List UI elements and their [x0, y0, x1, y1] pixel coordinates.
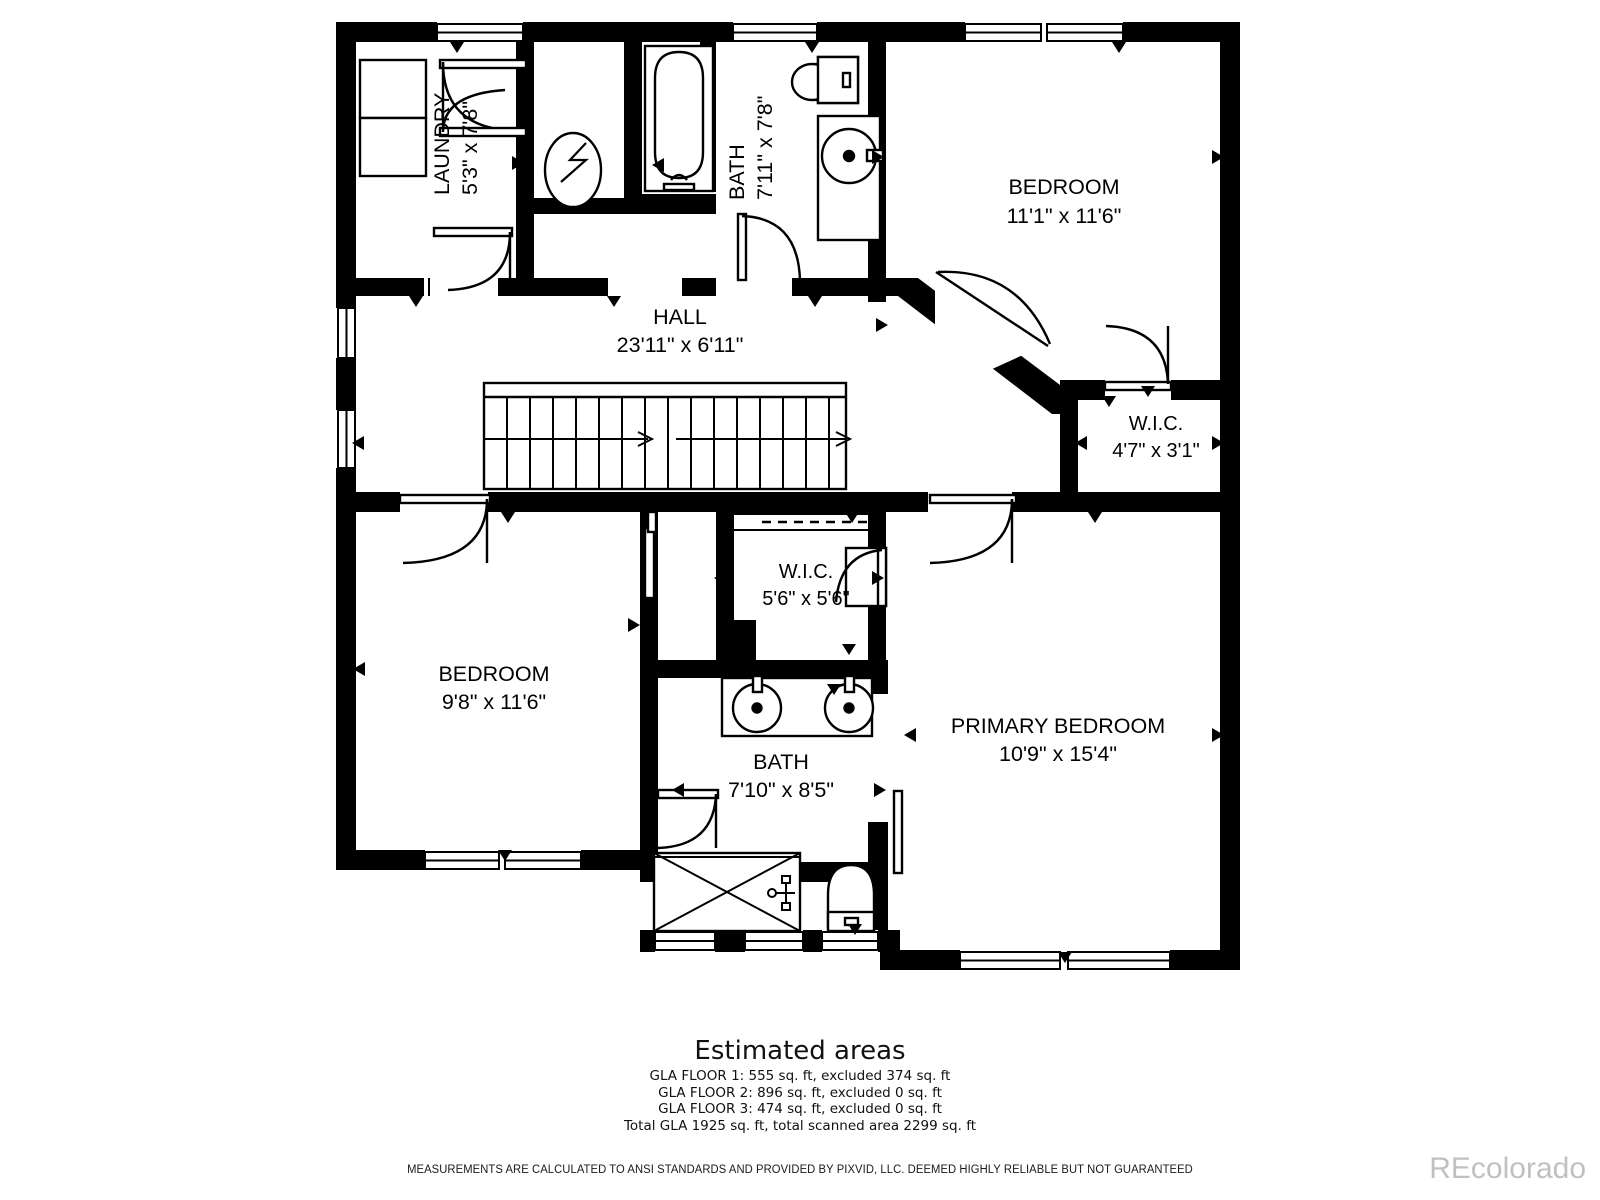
- room-name-hall: HALL: [653, 305, 707, 329]
- room-label-laundry: LAUNDRY 5'3" x 7'8": [430, 93, 482, 195]
- room-labels-layer: LAUNDRY 5'3" x 7'8" BATH 7'11" x 7'8" BE…: [430, 93, 1200, 802]
- window-hall-lower: [337, 409, 356, 469]
- door-bath-upper: [736, 212, 802, 282]
- watermark-prefix: RE: [1429, 1152, 1471, 1185]
- room-dim-primary-bedroom: 10'9" x 15'4": [999, 742, 1117, 766]
- area-line-floor-1: GLA FLOOR 1: 555 sq. ft, excluded 374 sq…: [649, 1068, 951, 1084]
- room-label-wic-primary: W.I.C. 5'6" x 5'6": [762, 561, 849, 610]
- window-primary-bedroom: [959, 951, 1171, 970]
- window-bedroom-top: [964, 23, 1124, 42]
- toilet-upper-fixture: [790, 55, 860, 105]
- area-line-total: Total GLA 1925 sq. ft, total scanned are…: [623, 1117, 977, 1134]
- room-label-wic-top: W.I.C. 4'7" x 3'1": [1112, 413, 1199, 462]
- doors-layer: [398, 58, 1173, 850]
- window-bath-primary-a: [654, 931, 716, 951]
- water-heater-fixture: [543, 131, 603, 209]
- shelf-dashed-line: [721, 513, 885, 531]
- door-bedroom-left: [398, 493, 492, 565]
- room-name-bath-upper: BATH: [725, 144, 749, 200]
- window-hall-upper: [337, 307, 356, 359]
- vanity-upper-fixture: [816, 114, 885, 242]
- pocket-door-primary: [892, 789, 904, 875]
- room-label-bath-upper: BATH 7'11" x 7'8": [725, 96, 777, 200]
- measurement-disclaimer: MEASUREMENTS ARE CALCULATED TO ANSI STAN…: [407, 1162, 1193, 1176]
- area-line-floor-2: GLA FLOOR 2: 896 sq. ft, excluded 0 sq. …: [658, 1084, 942, 1101]
- toilet-primary-fixture: [826, 863, 876, 933]
- staircase-fixture: [482, 381, 853, 491]
- room-name-laundry: LAUNDRY: [430, 93, 454, 195]
- closet-shelf-bedroom-left: [643, 510, 658, 600]
- measure-arrows-layer: [352, 42, 1224, 963]
- estimated-areas-list: GLA FLOOR 1: 555 sq. ft, excluded 374 sq…: [0, 1068, 1600, 1134]
- estimated-areas-title: Estimated areas: [694, 1036, 906, 1066]
- room-name-bedroom-left: BEDROOM: [438, 662, 549, 686]
- watermark-suffix: colorado: [1470, 1152, 1586, 1185]
- recolorado-watermark: REcolorado: [1429, 1152, 1586, 1186]
- door-bedroom-top: [935, 270, 1052, 395]
- window-laundry: [436, 23, 524, 42]
- door-wic-top: [1103, 324, 1173, 392]
- window-bath-primary-c: [821, 931, 879, 951]
- room-label-bedroom-top: BEDROOM 11'1" x 11'6": [1007, 175, 1122, 228]
- room-name-bath-primary: BATH: [753, 750, 809, 774]
- room-dim-bath-primary: 7'10" x 8'5": [728, 778, 834, 802]
- room-dim-laundry: 5'3" x 7'8": [458, 101, 482, 195]
- room-dim-bath-upper: 7'11" x 7'8": [753, 96, 777, 200]
- room-dim-wic-top: 4'7" x 3'1": [1112, 440, 1199, 462]
- room-dim-hall: 23'11" x 6'11": [617, 333, 744, 357]
- room-label-primary-bedroom: PRIMARY BEDROOM 10'9" x 15'4": [951, 714, 1165, 766]
- room-label-hall: HALL 23'11" x 6'11": [617, 305, 744, 357]
- window-bath-primary-b: [744, 931, 804, 951]
- room-name-wic-top: W.I.C.: [1129, 413, 1183, 435]
- fixtures-layer: [358, 44, 904, 933]
- door-bath-primary: [656, 788, 720, 850]
- room-label-bath-primary: BATH 7'10" x 8'5": [728, 750, 834, 802]
- shower-stall-fixture: [652, 851, 802, 933]
- door-laundry-lower: [432, 226, 514, 292]
- door-laundry-mid: [438, 88, 528, 138]
- window-bath-upper: [732, 23, 818, 42]
- room-dim-bedroom-top: 11'1" x 11'6": [1007, 204, 1122, 228]
- double-vanity-fixture: [720, 674, 875, 738]
- bathtub-fixture: [643, 44, 715, 193]
- room-name-bedroom-top: BEDROOM: [1008, 175, 1119, 199]
- room-name-wic-primary: W.I.C.: [779, 561, 833, 583]
- room-name-primary-bedroom: PRIMARY BEDROOM: [951, 714, 1165, 738]
- room-dim-bedroom-left: 9'8" x 11'6": [442, 690, 546, 714]
- room-dim-wic-primary: 5'6" x 5'6": [762, 588, 849, 610]
- room-label-bedroom-left: BEDROOM 9'8" x 11'6": [438, 662, 549, 714]
- washer-dryer-fixture: [358, 58, 428, 178]
- area-line-floor-3: GLA FLOOR 3: 474 sq. ft, excluded 0 sq. …: [658, 1101, 942, 1117]
- door-primary-bedroom: [928, 493, 1018, 565]
